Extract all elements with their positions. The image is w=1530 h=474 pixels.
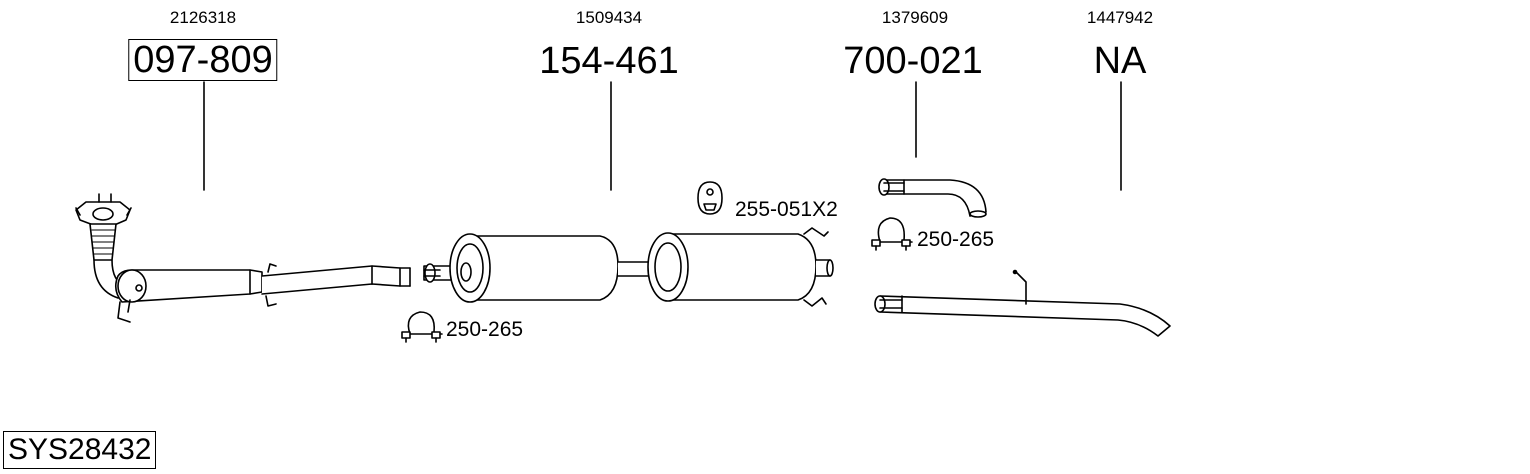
clamp-icon[interactable] [871, 217, 913, 251]
middle-silencer-part[interactable] [423, 227, 834, 307]
tail-pipe-bend-part[interactable] [878, 178, 987, 218]
part-number-tail-pipe[interactable]: NA [1093, 40, 1147, 82]
ref-number-tail-pipe-bend: 1379609 [881, 8, 949, 27]
rubber-hanger-icon[interactable] [697, 181, 723, 215]
accessory-label-hanger[interactable]: 255-051X2 [735, 198, 838, 221]
part-number-catalytic-converter[interactable]: 097-809 [128, 39, 278, 81]
part-number-middle-silencer[interactable]: 154-461 [539, 40, 679, 82]
clamp-icon[interactable] [401, 311, 443, 343]
catalytic-converter-part[interactable] [75, 193, 411, 323]
ref-number-tail-pipe: 1447942 [1086, 8, 1154, 27]
tail-pipe-part[interactable] [874, 269, 1171, 337]
part-number-tail-pipe-bend[interactable]: 700-021 [843, 40, 983, 82]
accessory-label-clamp-front[interactable]: 250-265 [446, 318, 524, 341]
accessory-label-clamp-rear[interactable]: 250-265 [917, 228, 995, 251]
ref-number-middle-silencer: 1509434 [575, 8, 643, 27]
system-code: SYS28432 [3, 431, 157, 469]
ref-number-catalytic-converter: 2126318 [169, 8, 237, 27]
